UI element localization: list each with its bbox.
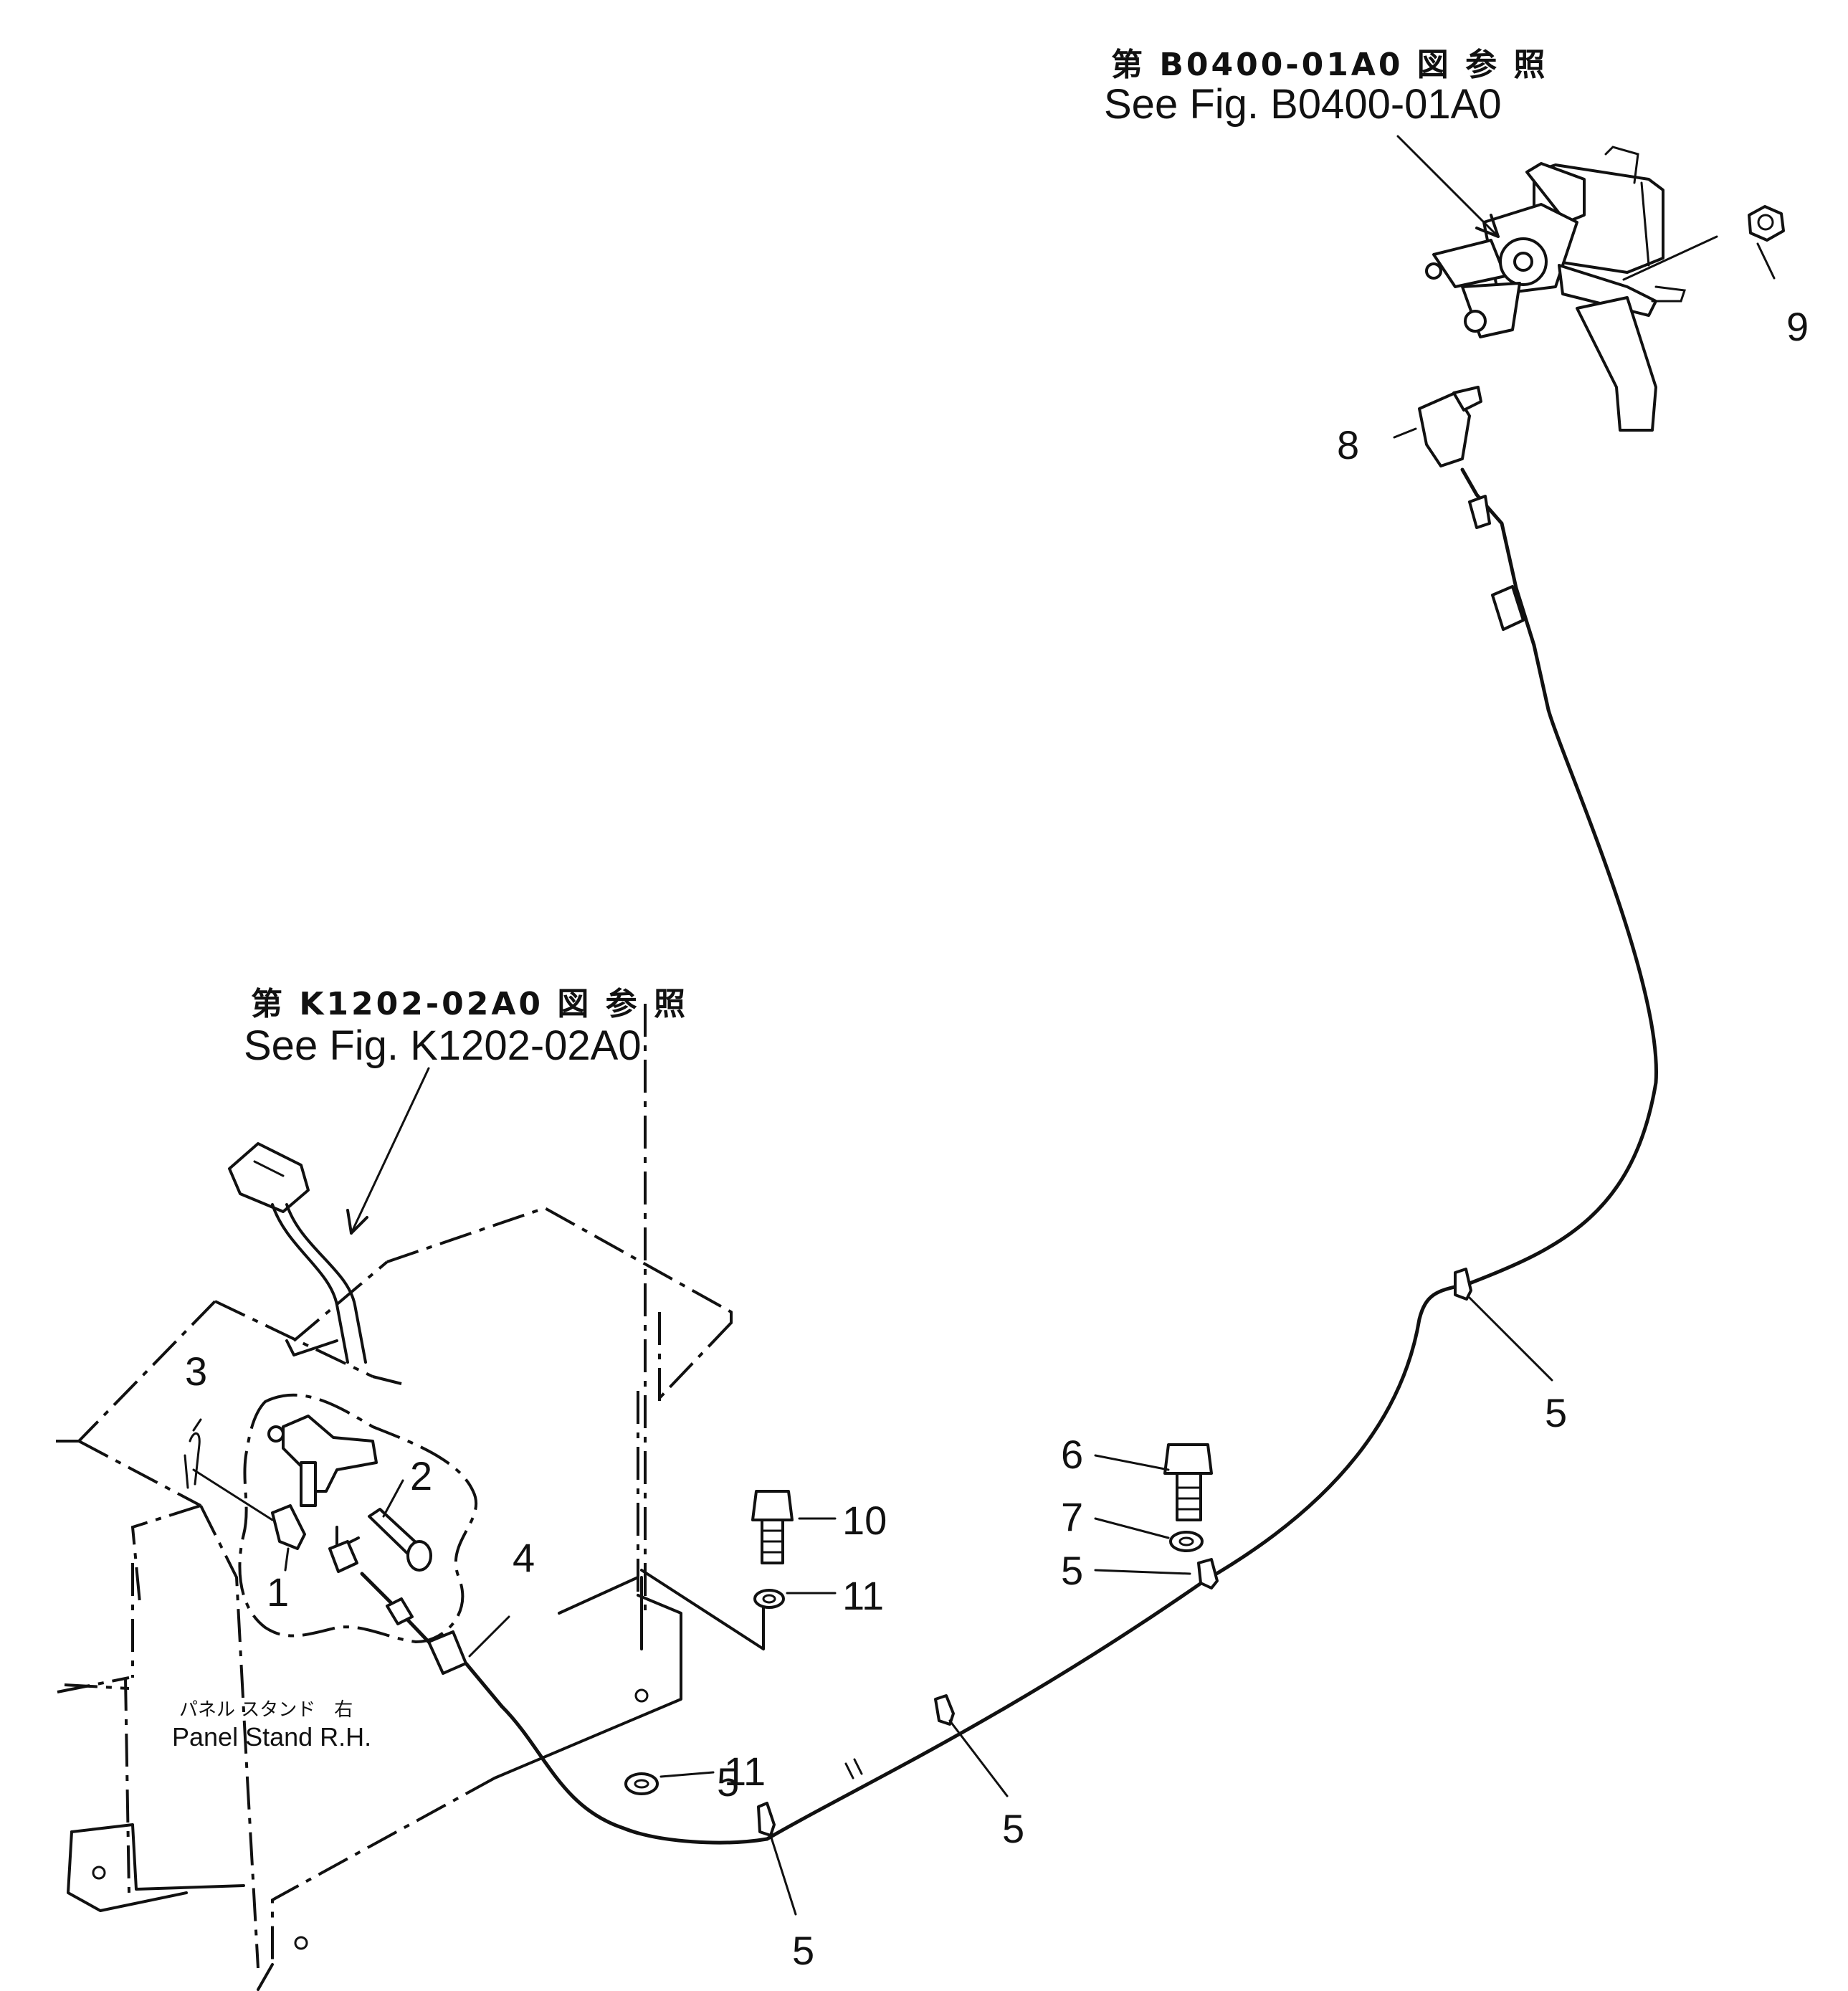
pedal-ref-en: See Fig. B0400-01A0: [1104, 81, 1502, 128]
washer-7: [1169, 1531, 1204, 1552]
label-part-5-clamp-b: 5: [1061, 1548, 1083, 1593]
panel-caption-en: Panel Stand R.H.: [172, 1722, 371, 1752]
leader-lines: [192, 135, 1776, 1916]
panel-stand-rh: [56, 1004, 765, 1991]
bolt-10: [751, 1490, 794, 1564]
nut: [1748, 205, 1785, 242]
label-part-5-clamp-c: 5: [1002, 1806, 1024, 1851]
washer-11-upper-hole: [762, 1594, 776, 1604]
label-part-5-clamp-e: 5: [717, 1759, 739, 1805]
yoke: [271, 1504, 306, 1550]
label-part-11-upper: 11: [842, 1573, 884, 1618]
panel-caption-jp: パネル スタンド 右: [179, 1699, 353, 1721]
label-part-5-clamp-d: 5: [792, 1928, 814, 1973]
cable-clamps: [757, 1268, 1472, 1837]
label-part-11-lower: 11: [724, 1749, 766, 1794]
lever-ref-jp: 第 K1202-02A0 図 参 照: [251, 986, 688, 1022]
label-part-7: 7: [1061, 1494, 1083, 1539]
cotter-pin: [184, 1432, 201, 1489]
pedal-assembly: [1425, 146, 1687, 432]
label-part-6: 6: [1061, 1432, 1083, 1477]
label-part-9: 9: [1786, 304, 1809, 349]
bolt-6: [1163, 1443, 1213, 1521]
label-part-3: 3: [185, 1349, 207, 1394]
washer-11-lower-hole: [634, 1779, 649, 1789]
washer-11-lower: [624, 1772, 659, 1795]
ball-joint: [1418, 386, 1482, 467]
cable-assembly: [328, 467, 1658, 1845]
pedal-ref-jp: 第 B0400-01A0 図 参 照: [1111, 47, 1548, 83]
clevis-pin: [368, 1508, 432, 1572]
washer-7-hole: [1178, 1536, 1194, 1546]
label-part-1: 1: [267, 1569, 289, 1615]
washer-11-upper: [753, 1589, 785, 1609]
label-part-10: 10: [842, 1498, 887, 1543]
control-lever: [228, 1142, 367, 1364]
lever-ref-en: See Fig. K1202-02A0: [244, 1022, 642, 1069]
label-part-8: 8: [1337, 422, 1359, 467]
detail-cutout: [238, 1393, 478, 1644]
label-part-5-clamp-a: 5: [1545, 1390, 1567, 1435]
label-part-4: 4: [513, 1535, 535, 1580]
label-part-2: 2: [410, 1453, 432, 1498]
